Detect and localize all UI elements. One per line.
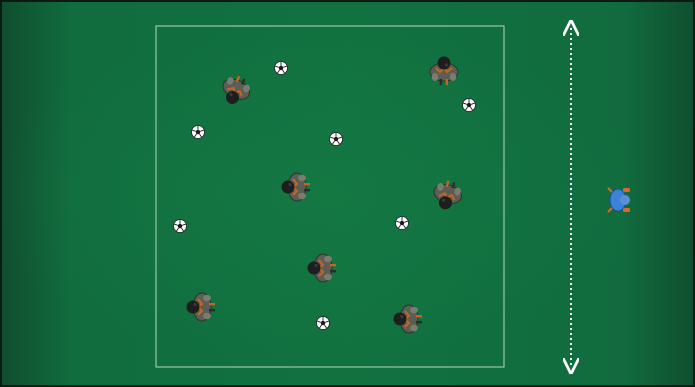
player-icon <box>217 72 254 110</box>
player-icon <box>394 305 423 333</box>
player-icon <box>187 293 216 321</box>
soccer-ball-icon <box>317 317 330 330</box>
soccer-ball-icon <box>396 217 409 230</box>
coach-icon <box>608 188 630 212</box>
player-icon <box>430 57 458 86</box>
players <box>187 57 465 334</box>
soccer-ball-icon <box>192 126 205 139</box>
player-icon <box>308 254 337 282</box>
soccer-ball-icon <box>330 133 343 146</box>
soccer-balls <box>174 62 476 330</box>
player-icon <box>430 178 464 213</box>
soccer-ball-icon <box>275 62 288 75</box>
soccer-ball-icon <box>174 220 187 233</box>
soccer-ball-icon <box>463 99 476 112</box>
player-icon <box>282 173 311 201</box>
